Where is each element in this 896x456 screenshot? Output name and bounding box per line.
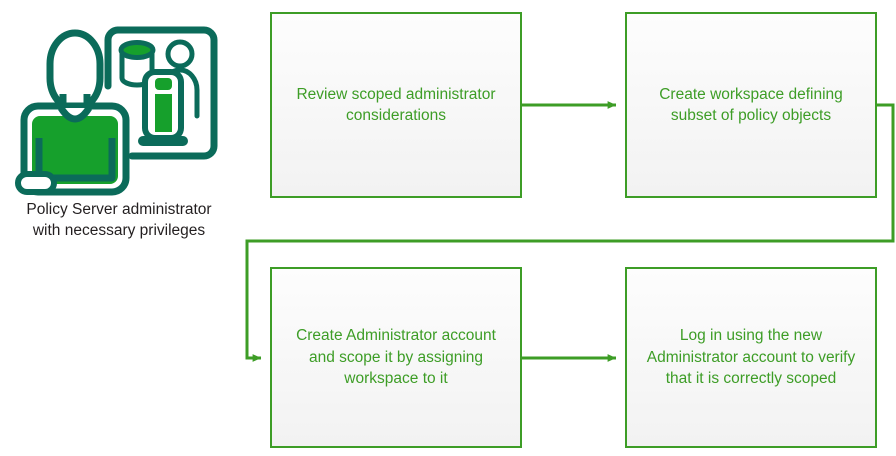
node-label: Create workspace defining subset of poli… xyxy=(659,85,843,124)
actor-caption: Policy Server administrator with necessa… xyxy=(26,201,212,239)
process-node-create-administrator-account[interactable]: Create Administrator account and scope i… xyxy=(270,267,522,448)
actor-group: Policy Server administrator with necessa… xyxy=(0,0,250,250)
policy-server-administrator-icon xyxy=(8,12,228,202)
process-node-log-in-verify[interactable]: Log in using the new Administrator accou… xyxy=(625,267,877,448)
process-node-create-workspace[interactable]: Create workspace defining subset of poli… xyxy=(625,12,877,198)
node-label: Create Administrator account and scope i… xyxy=(296,327,496,388)
process-node-review-considerations[interactable]: Review scoped administrator consideratio… xyxy=(270,12,522,198)
node-label: Log in using the new Administrator accou… xyxy=(646,327,856,388)
node-label: Review scoped administrator consideratio… xyxy=(296,85,496,124)
